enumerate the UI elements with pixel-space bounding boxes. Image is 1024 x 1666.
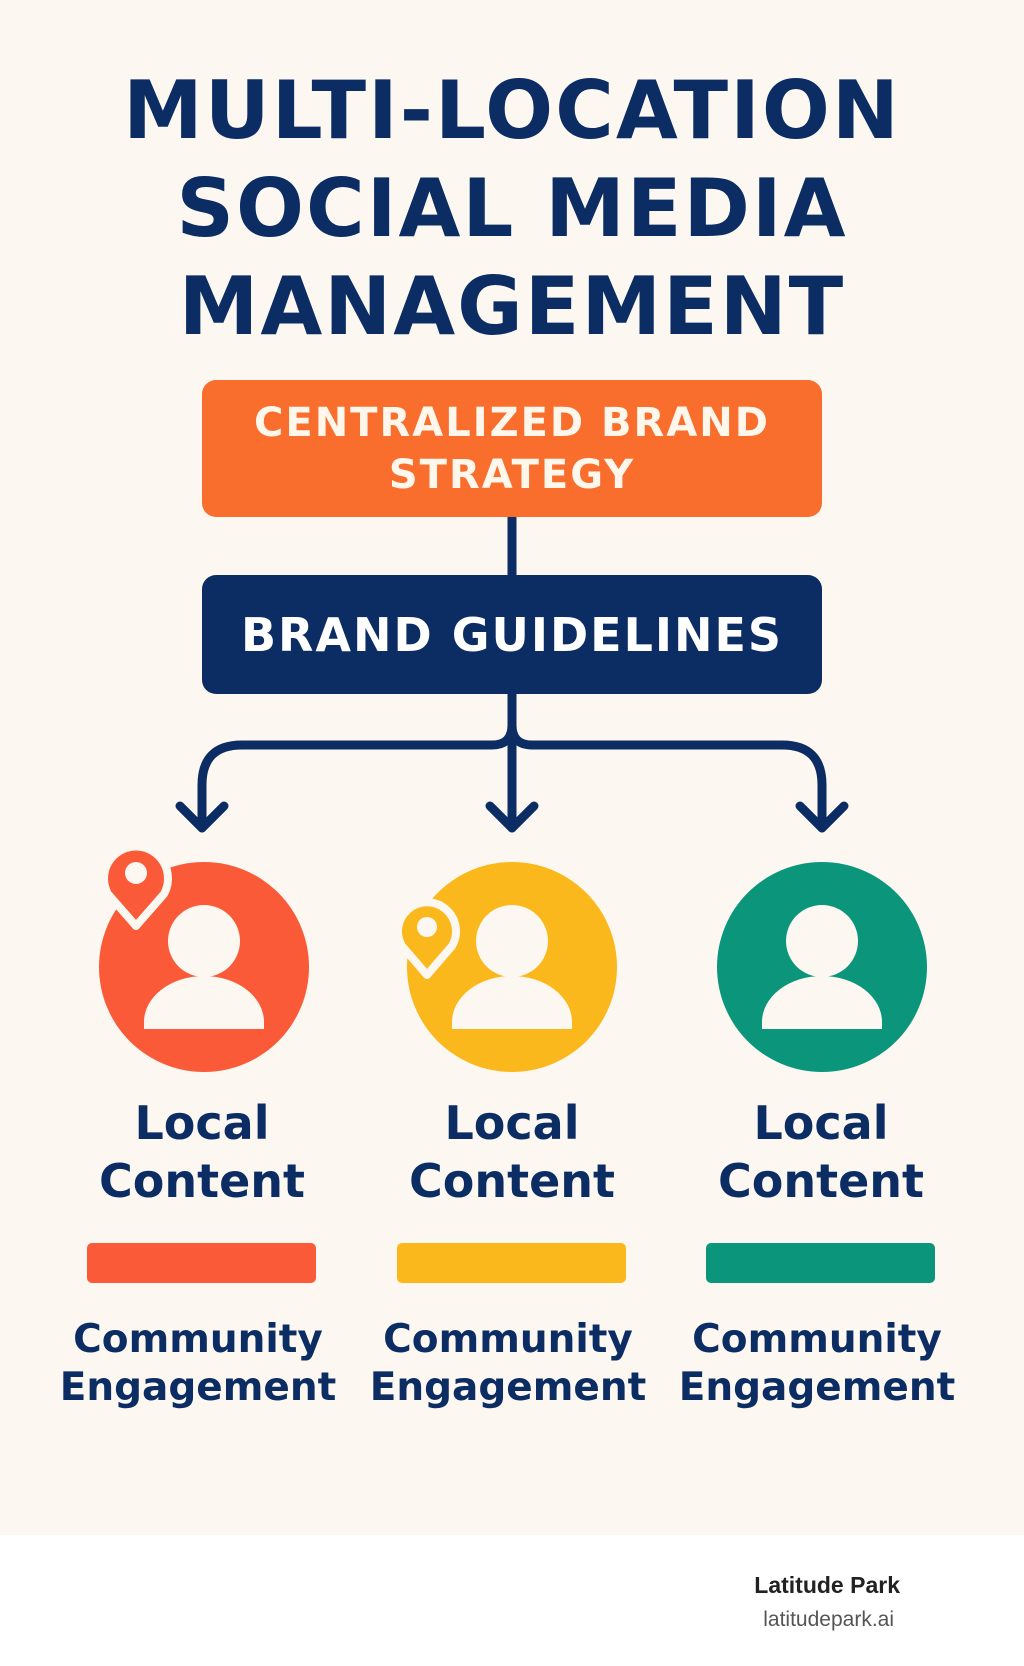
- location-3-community-engagement: Community Engagement: [667, 1316, 967, 1412]
- arrowhead-right-icon: [795, 801, 849, 833]
- title-line-2: SOCIAL MEDIA: [176, 162, 848, 255]
- location-1-user-pin-icon: [99, 842, 309, 1072]
- location-2-color-bar: [397, 1243, 626, 1283]
- branch-left-line: [197, 689, 517, 833]
- connector-arrows: [175, 512, 849, 833]
- community-line-1: Community: [73, 1317, 323, 1362]
- local-content-line-2: Content: [408, 1154, 616, 1208]
- community-line-2: Engagement: [369, 1365, 647, 1410]
- centralized-strategy-box: CENTRALIZED BRAND STRATEGY: [202, 380, 822, 517]
- branch-right-line: [507, 720, 827, 833]
- footer-brand-name: Latitude Park: [754, 1572, 900, 1598]
- location-3-color-bar: [706, 1243, 935, 1283]
- title-line-3: MANAGEMENT: [178, 260, 846, 353]
- location-2-local-content: Local Content: [362, 1094, 662, 1210]
- strategy-line-2: STRATEGY: [388, 451, 636, 498]
- guidelines-label: BRAND GUIDELINES: [240, 607, 784, 662]
- location-3-local-content: Local Content: [671, 1094, 971, 1210]
- community-line-1: Community: [383, 1317, 633, 1362]
- local-content-line-1: Local: [444, 1096, 580, 1150]
- location-1-community-engagement: Community Engagement: [48, 1316, 348, 1412]
- local-content-line-2: Content: [98, 1154, 306, 1208]
- location-2-community-engagement: Community Engagement: [358, 1316, 658, 1412]
- location-2-user-pin-icon: [400, 862, 617, 1072]
- footer-url: latitudepark.ai: [763, 1608, 894, 1631]
- location-1-local-content: Local Content: [52, 1094, 352, 1210]
- community-line-2: Engagement: [59, 1365, 337, 1410]
- title-line-1: MULTI-LOCATION: [123, 64, 901, 157]
- local-content-line-1: Local: [753, 1096, 889, 1150]
- infographic-canvas: MULTI-LOCATION SOCIAL MEDIA MANAGEMENT C…: [0, 0, 1024, 1535]
- location-3-user-icon: [717, 862, 927, 1072]
- brand-guidelines-box: BRAND GUIDELINES: [202, 575, 822, 694]
- local-content-line-2: Content: [717, 1154, 925, 1208]
- location-1-color-bar: [87, 1243, 316, 1283]
- community-line-2: Engagement: [678, 1365, 956, 1410]
- strategy-line-1: CENTRALIZED BRAND: [254, 399, 770, 446]
- local-content-line-1: Local: [134, 1096, 270, 1150]
- arrowhead-left-icon: [175, 801, 229, 833]
- page-title: MULTI-LOCATION SOCIAL MEDIA MANAGEMENT: [0, 62, 1024, 356]
- arrowhead-center-icon: [485, 801, 539, 833]
- community-line-1: Community: [692, 1317, 942, 1362]
